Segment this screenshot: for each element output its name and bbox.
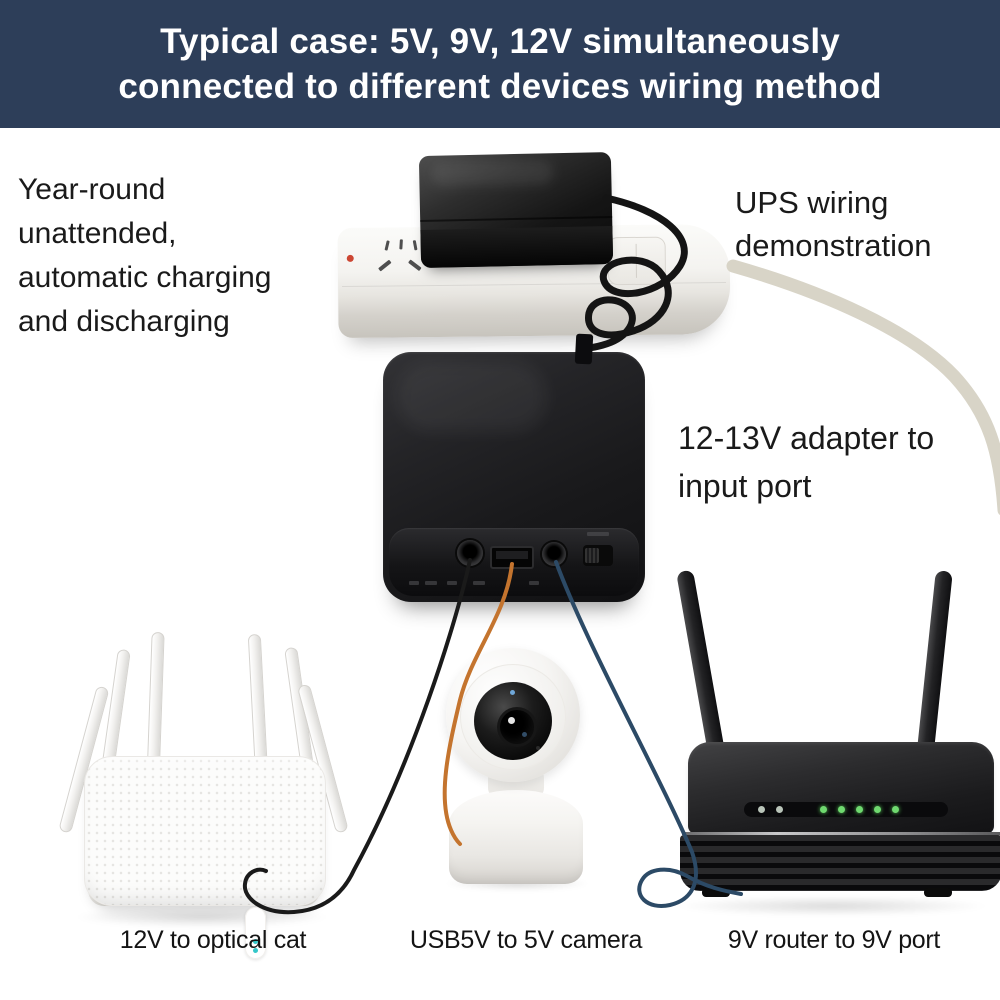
note-line: UPS wiring [735, 185, 889, 220]
ups-gloss [397, 362, 547, 432]
note-ups-wiring-demo: UPS wiring demonstration [735, 181, 931, 267]
router-logo-pill [245, 907, 266, 959]
status-led [820, 806, 827, 813]
antenna [676, 569, 727, 766]
socket-cover [607, 236, 667, 286]
ups-port-marking [447, 581, 457, 585]
title-banner: Typical case: 5V, 9V, 12V simultaneously… [0, 0, 1000, 128]
adapter-front-face [420, 225, 614, 268]
note-adapter-input: 12-13V adapter to input port [678, 414, 934, 510]
camera-mic-hole [536, 746, 540, 750]
black-wifi-router [658, 556, 1000, 918]
adapter-highlight [430, 160, 554, 187]
power-switch-knob [585, 548, 599, 563]
white-wifi-router [28, 618, 363, 959]
mini-ups-battery [383, 352, 645, 602]
router-body [84, 756, 326, 959]
status-led [758, 806, 765, 813]
status-led [874, 806, 881, 813]
note-line: demonstration [735, 228, 932, 263]
power-strip-seam [342, 281, 727, 288]
status-led [892, 806, 899, 813]
adapter-seam [420, 215, 613, 223]
router-shadow [74, 906, 330, 928]
router-trim [682, 832, 1000, 835]
power-switch [583, 545, 613, 566]
security-camera [438, 640, 594, 892]
dc-12v-output-jack [457, 540, 483, 566]
caption-9v-router: 9V router to 9V port [727, 926, 941, 954]
router-foot [702, 888, 730, 897]
status-led [856, 806, 863, 813]
ups-switch-marking [587, 532, 609, 536]
socket-slot [408, 259, 422, 272]
router-foot [924, 888, 952, 897]
socket-slot [384, 240, 390, 251]
banner-line-1: Typical case: 5V, 9V, 12V simultaneously [160, 22, 840, 61]
status-led [253, 939, 258, 944]
ups-port-marking [425, 581, 437, 585]
caption-optical-cat: 12V to optical cat [119, 926, 307, 954]
note-line: 12-13V adapter to [678, 420, 935, 456]
dc-9v-output-jack [542, 542, 566, 566]
lens-glint [508, 717, 515, 724]
led-indicator-bar [744, 802, 948, 817]
ups-port-marking [409, 581, 419, 585]
camera-lens [500, 710, 534, 744]
banner-line-2: connected to different devices wiring me… [118, 67, 882, 106]
status-led [253, 948, 258, 953]
camera-base [449, 790, 583, 884]
antenna [916, 570, 953, 761]
router-vents [680, 835, 1000, 891]
usb-tongue [496, 551, 528, 559]
power-led [346, 254, 354, 262]
camera-status-led [510, 690, 515, 695]
note-line: unattended, [18, 217, 177, 250]
note-line: input port [678, 468, 812, 504]
ups-port-marking [473, 581, 485, 585]
lens-glint-blue [522, 732, 527, 737]
note-line: and discharging [18, 305, 230, 338]
ac-power-adapter [418, 152, 614, 268]
status-led [776, 806, 783, 813]
note-autonomous-charging: Year-round unattended, automatic chargin… [18, 168, 271, 344]
note-line: Year-round [18, 173, 166, 206]
router-shadow [674, 896, 990, 916]
status-led [838, 806, 845, 813]
caption-camera: USB5V to 5V camera [409, 926, 643, 954]
socket-slot [378, 259, 392, 272]
ups-port-marking [529, 581, 539, 585]
usb-5v-port [490, 546, 534, 569]
router-body [688, 742, 994, 834]
note-line: automatic charging [18, 261, 272, 294]
socket-slot [399, 239, 403, 250]
socket-cover-seam [635, 243, 637, 278]
socket-slot [412, 240, 418, 251]
camera-head [446, 648, 580, 782]
